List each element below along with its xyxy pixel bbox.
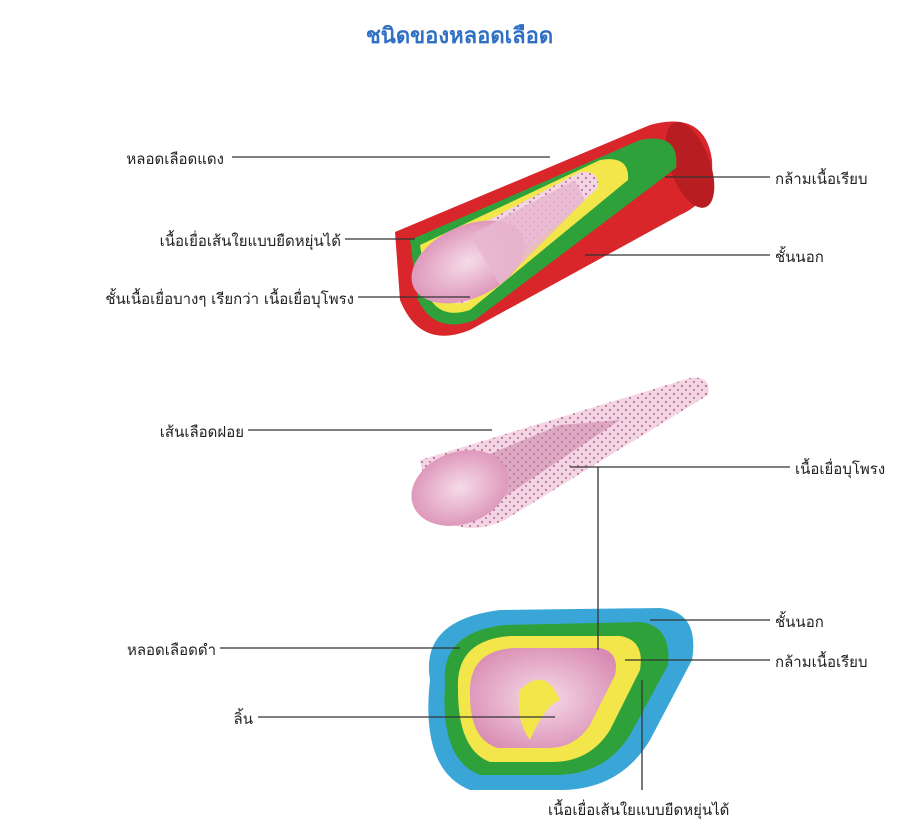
label-artery-elastic: เนื้อเยื่อเส้นใยแบบยืดหยุ่นได้ [160,229,341,253]
label-artery-endothelium: ชั้นเนื้อเยื่อบางๆ เรียกว่า เนื้อเยื่อบุ… [105,287,354,311]
label-capillary-endothelium: เนื้อเยื่อบุโพรง [795,457,885,481]
label-vein: หลอดเลือดดำ [127,638,216,662]
label-artery-outer: ชั้นนอก [775,245,824,269]
label-artery: หลอดเลือดแดง [126,147,224,171]
label-artery-muscle: กล้ามเนื้อเรียบ [775,167,867,191]
label-vein-outer: ชั้นนอก [775,610,824,634]
label-vein-elastic: เนื้อเยื่อเส้นใยแบบยืดหยุ่นได้ [548,798,729,822]
label-capillary: เส้นเลือดฝอย [160,420,244,444]
artery-illustration [395,116,724,336]
label-vein-muscle: กล้ามเนื้อเรียบ [775,650,867,674]
capillary-illustration [401,378,709,539]
vein-illustration [428,608,693,790]
label-vein-valve: ลิ้น [234,707,253,731]
